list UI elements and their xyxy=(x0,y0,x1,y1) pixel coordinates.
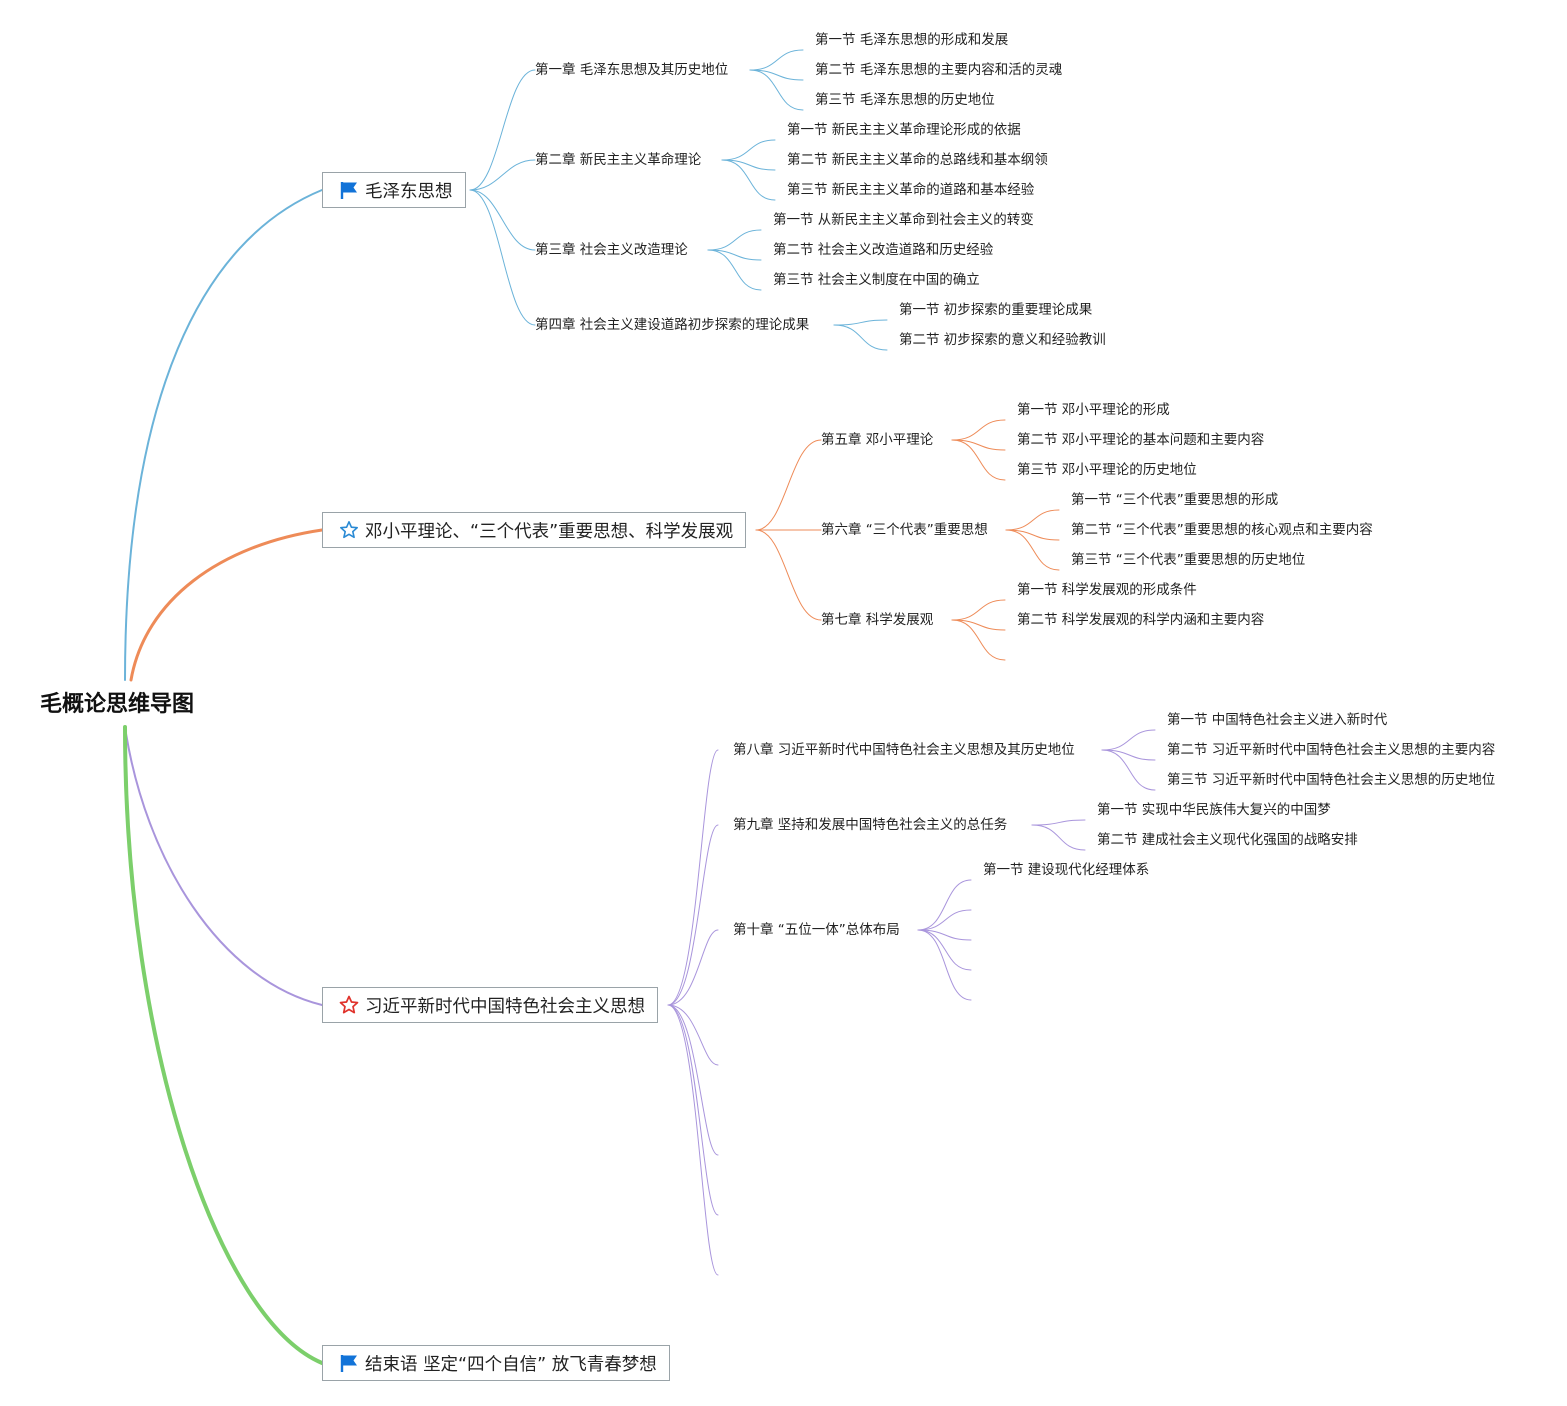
section-node[interactable]: 第一节 新民主主义革命理论形成的依据 xyxy=(787,122,1021,138)
section-node[interactable]: 第三节 社会主义制度在中国的确立 xyxy=(773,272,980,288)
root-link-2 xyxy=(129,528,324,682)
section-node[interactable]: 第一节 邓小平理论的形成 xyxy=(1017,402,1170,418)
main-topic-mao-thought[interactable]: 毛泽东思想 xyxy=(322,172,466,208)
section-node[interactable]: 第二节 毛泽东思想的主要内容和活的灵魂 xyxy=(815,62,1063,78)
section-node[interactable]: 第一节 建设现代化经理体系 xyxy=(983,862,1150,878)
chapter-node[interactable]: 第四章 社会主义建设道路初步探索的理论成果 xyxy=(535,317,810,333)
section-link xyxy=(721,159,776,171)
chapter-link xyxy=(667,929,719,1006)
chapter-link xyxy=(667,824,719,1006)
section-link xyxy=(707,229,762,251)
chapter-link xyxy=(469,189,536,326)
main-topic-conclusion[interactable]: 结束语 坚定“四个自信” 放飞青春梦想 xyxy=(322,1345,670,1381)
section-link xyxy=(833,319,888,326)
chapter-link xyxy=(667,1004,719,1216)
chapter-node[interactable]: 第三章 社会主义改造理论 xyxy=(535,242,688,258)
chapter-node[interactable]: 第九章 坚持和发展中国特色社会主义的总任务 xyxy=(733,817,1008,833)
main-topic-deng-theory[interactable]: 邓小平理论、“三个代表”重要思想、科学发展观 xyxy=(322,512,747,548)
section-node[interactable]: 第一节 科学发展观的形成条件 xyxy=(1017,582,1197,598)
section-link xyxy=(721,159,776,201)
main-topic-xi-thought[interactable]: 习近平新时代中国特色社会主义思想 xyxy=(322,987,658,1023)
chapter-link xyxy=(667,1004,719,1066)
section-node[interactable]: 第二节 科学发展观的科学内涵和主要内容 xyxy=(1017,612,1265,628)
section-link xyxy=(1101,749,1156,791)
section-node[interactable]: 第二节 新民主主义革命的总路线和基本纲领 xyxy=(787,152,1048,168)
section-node[interactable]: 第二节 习近平新时代中国特色社会主义思想的主要内容 xyxy=(1167,742,1496,758)
section-link xyxy=(1101,749,1156,761)
section-link xyxy=(749,69,804,111)
section-link xyxy=(1005,529,1060,571)
flag-icon xyxy=(340,182,357,199)
section-node[interactable]: 第三节 毛泽东思想的历史地位 xyxy=(815,92,995,108)
chapter-node[interactable]: 第十章 “五位一体”总体布局 xyxy=(733,922,900,938)
chapter-node[interactable]: 第五章 邓小平理论 xyxy=(821,432,934,448)
section-node[interactable]: 第一节 毛泽东思想的形成和发展 xyxy=(815,32,1009,48)
chapter-node[interactable]: 第六章 “三个代表”重要思想 xyxy=(821,522,988,538)
chapter-node[interactable]: 第二章 新民主主义革命理论 xyxy=(535,152,702,168)
section-link xyxy=(1005,529,1060,541)
chapter-node[interactable]: 第八章 习近平新时代中国特色社会主义思想及其历史地位 xyxy=(733,742,1075,758)
star-outline-icon xyxy=(340,521,358,539)
section-node[interactable]: 第三节 “三个代表”重要思想的历史地位 xyxy=(1071,552,1306,568)
section-link xyxy=(833,324,888,351)
chapter-node[interactable]: 第七章 科学发展观 xyxy=(821,612,934,628)
section-link xyxy=(917,879,972,931)
section-link xyxy=(721,139,776,161)
section-node[interactable]: 第二节 初步探索的意义和经验教训 xyxy=(899,332,1106,348)
main-topic-label: 毛泽东思想 xyxy=(365,181,453,202)
section-node[interactable]: 第二节 邓小平理论的基本问题和主要内容 xyxy=(1017,432,1265,448)
section-node[interactable]: 第三节 邓小平理论的历史地位 xyxy=(1017,462,1197,478)
section-link xyxy=(951,419,1006,441)
root-link-1 xyxy=(124,189,323,681)
star-red-icon xyxy=(339,995,359,1014)
section-node[interactable]: 第三节 习近平新时代中国特色社会主义思想的历史地位 xyxy=(1167,772,1496,788)
chapter-link xyxy=(667,1004,719,1276)
root-topic[interactable]: 毛概论思维导图 xyxy=(40,692,195,717)
section-link xyxy=(917,909,972,931)
section-node[interactable]: 第一节 “三个代表”重要思想的形成 xyxy=(1071,492,1279,508)
root-link-4 xyxy=(123,725,324,1365)
flag-icon xyxy=(340,1355,357,1372)
chapter-link xyxy=(667,749,719,1006)
section-link xyxy=(951,599,1006,621)
chapter-link xyxy=(469,69,536,191)
section-node[interactable]: 第一节 初步探索的重要理论成果 xyxy=(899,302,1093,318)
chapter-link xyxy=(667,1004,719,1156)
chapter-link xyxy=(755,529,822,621)
chapter-link xyxy=(469,189,536,251)
section-link xyxy=(707,249,762,261)
section-link xyxy=(1005,509,1060,531)
section-link xyxy=(749,69,804,81)
section-node[interactable]: 第二节 社会主义改造道路和历史经验 xyxy=(773,242,994,258)
chapter-link xyxy=(755,439,822,531)
section-link xyxy=(917,929,972,1001)
main-topic-label: 结束语 坚定“四个自信” 放飞青春梦想 xyxy=(365,1354,657,1375)
section-node[interactable]: 第一节 实现中华民族伟大复兴的中国梦 xyxy=(1097,802,1331,818)
chapter-link xyxy=(469,159,536,191)
section-link xyxy=(951,439,1006,481)
section-node[interactable]: 第三节 新民主主义革命的道路和基本经验 xyxy=(787,182,1035,198)
section-link xyxy=(1101,729,1156,751)
section-link xyxy=(951,439,1006,451)
section-link xyxy=(749,49,804,71)
main-topic-label: 邓小平理论、“三个代表”重要思想、科学发展观 xyxy=(365,521,734,542)
section-node[interactable]: 第一节 中国特色社会主义进入新时代 xyxy=(1167,712,1388,728)
section-link xyxy=(951,619,1006,661)
section-node[interactable]: 第二节 建成社会主义现代化强国的战略安排 xyxy=(1097,832,1358,848)
main-topic-label: 习近平新时代中国特色社会主义思想 xyxy=(365,996,645,1017)
root-link-3 xyxy=(124,726,323,1006)
chapter-node[interactable]: 第一章 毛泽东思想及其历史地位 xyxy=(535,62,729,78)
section-node[interactable]: 第二节 “三个代表”重要思想的核心观点和主要内容 xyxy=(1071,522,1373,538)
section-link xyxy=(1031,824,1086,851)
section-link xyxy=(951,619,1006,631)
section-link xyxy=(707,249,762,291)
section-node[interactable]: 第一节 从新民主主义革命到社会主义的转变 xyxy=(773,212,1034,228)
section-link xyxy=(1031,819,1086,826)
section-link xyxy=(917,929,972,941)
section-link xyxy=(917,929,972,971)
